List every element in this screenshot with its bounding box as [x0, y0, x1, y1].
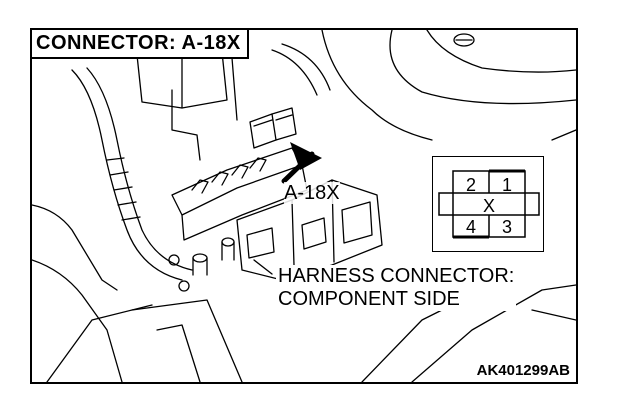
harness-connector-label: HARNESS CONNECTOR: COMPONENT SIDE	[276, 265, 517, 311]
pin-4-label: 4	[465, 217, 476, 237]
connector-pin-diagram: 2 1 X 4 3	[432, 156, 544, 252]
figure-code: AK401299AB	[474, 362, 572, 379]
pin-1-label: 1	[501, 175, 512, 195]
pin-2-label: 2	[465, 175, 476, 195]
harness-label-line-2: COMPONENT SIDE	[278, 288, 460, 310]
pin-3-label: 3	[501, 217, 512, 237]
diagram-frame: CONNECTOR: A-18X A-18X HARNESS CONNECTOR…	[30, 28, 578, 384]
connector-title: CONNECTOR: A-18X	[32, 30, 249, 59]
harness-label-line-1: HARNESS CONNECTOR:	[278, 265, 515, 287]
connector-callout-label: A-18X	[284, 182, 340, 204]
connector-outline	[438, 169, 540, 239]
pin-key-marker: X	[482, 196, 495, 216]
engine-bay-illustration	[32, 30, 576, 382]
